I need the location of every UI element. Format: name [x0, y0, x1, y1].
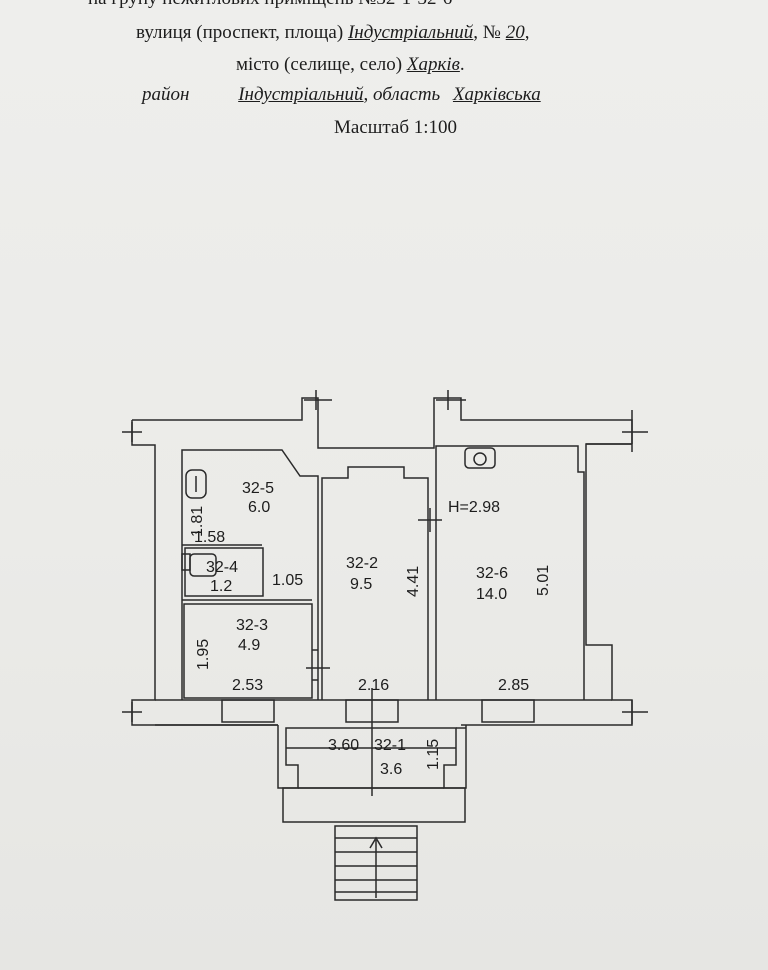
- dim-1-81: 1.81: [189, 506, 206, 537]
- room-32-4-area: 1.2: [210, 578, 232, 595]
- room-32-3-id: 32-3: [236, 617, 268, 634]
- dim-5-01: 5.01: [535, 565, 552, 596]
- street-line: вулиця (проспект, площа) Індустріальний,…: [136, 22, 530, 43]
- dim-3-60: 3.60: [328, 737, 359, 754]
- street-label: вулиця (проспект, площа): [136, 22, 344, 43]
- room-32-5-area: 6.0: [248, 499, 270, 516]
- district-line: район Індустріальний, область Харківська: [142, 84, 541, 105]
- city-value: Харків: [406, 54, 460, 75]
- room-32-4-id: 32-4: [206, 559, 238, 576]
- city-label: місто (селище, село): [236, 54, 403, 75]
- dim-1-95: 1.95: [195, 639, 212, 670]
- room-32-3-outline: [183, 603, 318, 699]
- room-32-5-id: 32-5: [242, 480, 274, 497]
- ceiling-height: H=2.98: [448, 499, 500, 516]
- room-32-1-area: 3.6: [380, 761, 402, 778]
- street-value: Індустріальний: [347, 22, 474, 43]
- dim-1-05: 1.05: [272, 572, 303, 589]
- toilet-fixture: [185, 469, 207, 499]
- room-32-6-id: 32-6: [476, 565, 508, 582]
- dim-1-58: 1.58: [194, 529, 225, 546]
- number-label: №: [482, 22, 501, 43]
- room-32-2-id: 32-2: [346, 555, 378, 572]
- region-value: Харківська: [452, 84, 541, 105]
- district-label: район: [142, 84, 190, 105]
- room-32-4-outline: [181, 547, 264, 597]
- axis-ticks: [122, 390, 648, 724]
- room-32-2-outline: [321, 466, 442, 700]
- district-value: Індустріальний: [238, 84, 364, 105]
- dim-2-85: 2.85: [498, 677, 529, 694]
- room-32-2-area: 9.5: [350, 576, 372, 593]
- header-cut-line: на групу нежитлових приміщень №32-1-32-6: [88, 0, 452, 10]
- bottom-wall: [155, 667, 612, 796]
- city-line: місто (селище, село) Харків.: [236, 54, 465, 75]
- room-32-6-outline: [435, 445, 585, 700]
- room-32-5-outline: [181, 449, 319, 700]
- room-32-1-outline: [277, 725, 467, 823]
- dim-2-53: 2.53: [232, 677, 263, 694]
- dim-1-15: 1.15: [425, 739, 442, 770]
- region-label: область: [373, 84, 441, 105]
- room-32-3-area: 4.9: [238, 637, 260, 654]
- stairs: [334, 825, 418, 901]
- dim-4-41: 4.41: [405, 566, 422, 597]
- room-32-1-id: 32-1: [374, 737, 406, 754]
- number-value: 20: [505, 22, 525, 43]
- scale-label: Масштаб 1:100: [334, 117, 458, 138]
- dim-2-16: 2.16: [358, 677, 389, 694]
- room-32-6-area: 14.0: [476, 586, 507, 603]
